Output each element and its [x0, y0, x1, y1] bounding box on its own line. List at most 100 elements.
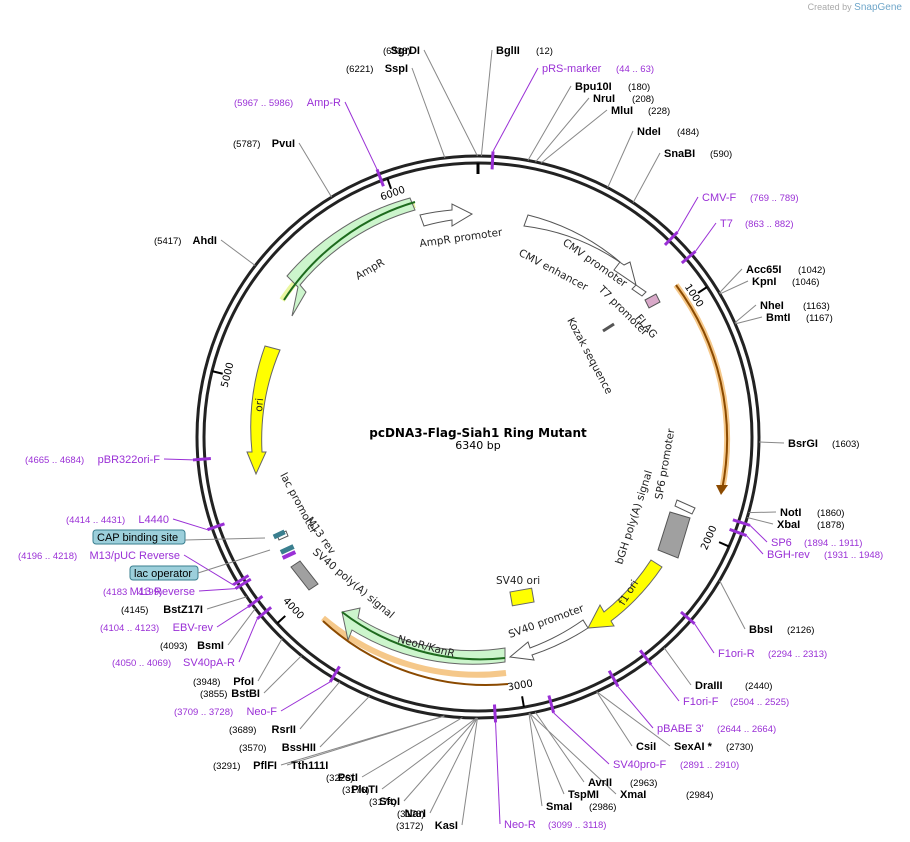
- feature-cap-mark: [272, 529, 286, 540]
- primer-name: EBV-rev: [173, 622, 214, 634]
- enzyme-leader: [719, 280, 749, 295]
- enzyme-position: (6338): [383, 46, 410, 57]
- enzyme-position: (1042): [798, 265, 825, 276]
- feature-lacop-mark: [279, 544, 295, 555]
- feature-neor-glow: [321, 615, 507, 678]
- enzyme-position: (2986): [589, 802, 616, 813]
- enzyme-position: (180): [628, 82, 650, 93]
- tick-mark: [211, 370, 223, 375]
- feature-f1ori: [587, 559, 663, 629]
- feature-t7-arrow: [631, 284, 647, 297]
- primer-mark: [328, 665, 341, 683]
- enzyme-name: SfoI: [379, 796, 400, 808]
- primer-leader: [492, 67, 539, 152]
- enzyme-leader: [227, 608, 256, 646]
- primer-position: (4183 .. 4199): [103, 587, 162, 598]
- label-ori: ori: [253, 398, 266, 413]
- primer-mark: [729, 527, 747, 537]
- enzyme-leader: [403, 717, 478, 802]
- enzyme-position: (2126): [787, 625, 814, 636]
- enzyme-leader: [596, 691, 671, 747]
- feature-cmv-arrow: [523, 214, 637, 287]
- feature-ampr-promoter: [419, 203, 474, 227]
- enzyme-name: TspMI: [568, 789, 599, 801]
- primer-name: pBABE 3': [657, 723, 704, 735]
- cap-binding-site-box: CAP binding site: [92, 529, 186, 545]
- primer-name: pBR322ori-F: [98, 454, 161, 466]
- enzyme-name: SmaI: [546, 801, 572, 813]
- primer-name: M13/pUC Reverse: [90, 550, 180, 562]
- label-sp6-promoter: SP6 promoter: [653, 427, 677, 500]
- enzyme-name: XbaI: [777, 519, 800, 531]
- primer-leader: [749, 525, 768, 543]
- snapgene-credit: Created by SnapGene: [808, 2, 902, 13]
- enzyme-leader: [529, 713, 565, 795]
- feature-insert-glow: [673, 283, 731, 491]
- leader-lines: [163, 49, 785, 826]
- enzyme-position: (2984): [686, 790, 713, 801]
- primer-position: (3709 .. 3728): [174, 707, 233, 718]
- enzyme-name: CsiI: [636, 741, 656, 753]
- enzyme-leader: [632, 152, 661, 203]
- enzyme-name: NarI: [405, 808, 426, 820]
- enzyme-position: (4093): [160, 641, 187, 652]
- enzyme-name: RsrII: [272, 724, 296, 736]
- enzyme-position: (2440): [745, 681, 772, 692]
- enzyme-leader: [535, 97, 590, 163]
- primer-mark: [607, 669, 620, 688]
- enzyme-leader: [528, 713, 543, 807]
- enzyme-name: XmaI: [620, 789, 646, 801]
- plasmid-name: pcDNA3-Flag-Siah1 Ring Mutant: [369, 426, 587, 440]
- enzyme-name: NdeI: [637, 126, 661, 138]
- primer-position: (769 .. 789): [750, 193, 799, 204]
- cap-leader: [184, 537, 266, 541]
- enzyme-position: (484): [677, 127, 699, 138]
- tick-mark: [718, 541, 730, 548]
- primer-leader: [553, 712, 610, 765]
- enzyme-leader: [734, 304, 757, 324]
- primer-position: (4414 .. 4431): [66, 515, 125, 526]
- enzyme-name: PstI: [338, 772, 358, 784]
- enzyme-leader: [423, 49, 478, 157]
- enzyme-name: AhdI: [193, 235, 217, 247]
- enzyme-name: Tth111I: [291, 760, 328, 772]
- primer-mark: [490, 151, 495, 170]
- primer-leader: [617, 686, 654, 729]
- tick-mark: [276, 615, 286, 625]
- lac-operator-label: lac operator: [134, 568, 192, 580]
- enzyme-name: PluTI: [351, 784, 378, 796]
- feature-neor-orange: [322, 620, 509, 686]
- enzyme-name: Acc65I: [746, 264, 781, 276]
- enzyme-leader: [719, 580, 746, 630]
- enzyme-position: (3174): [369, 797, 396, 808]
- enzyme-leader: [286, 715, 445, 766]
- primer-leader: [216, 606, 249, 628]
- enzyme-position: (2730): [726, 742, 753, 753]
- enzyme-position: (1046): [792, 277, 819, 288]
- primer-name: M13 Reverse: [130, 586, 195, 598]
- enzyme-position: (1603): [832, 439, 859, 450]
- primer-leader: [238, 618, 258, 663]
- feature-ampr-strand: [283, 201, 416, 301]
- enzyme-leader: [298, 142, 333, 198]
- primer-name: L4440: [138, 514, 169, 526]
- enzyme-leader: [747, 516, 774, 525]
- enzyme-name: NruI: [593, 93, 615, 105]
- plasmid-length: 6340 bp: [455, 439, 500, 452]
- enzyme-position: (3570): [239, 743, 266, 754]
- lac-operator-box: lac operator: [129, 565, 199, 581]
- primer-leader: [495, 722, 501, 825]
- enzyme-position: (3173): [397, 809, 424, 820]
- primer-name: Amp-R: [307, 97, 341, 109]
- primer-leader: [650, 664, 680, 702]
- primer-mark: [192, 456, 211, 462]
- enzyme-name: SexAI *: [674, 741, 713, 753]
- primer-position: (2891 .. 2910): [680, 760, 739, 771]
- enzyme-name: PfoI: [233, 676, 254, 688]
- primer-position: (5967 .. 5986): [234, 98, 293, 109]
- primer-name: CMV-F: [702, 192, 737, 204]
- enzyme-position: (1878): [817, 520, 844, 531]
- enzyme-name: BmtI: [766, 312, 790, 324]
- tick-label: 3000: [507, 678, 534, 693]
- tick-mark: [386, 178, 392, 190]
